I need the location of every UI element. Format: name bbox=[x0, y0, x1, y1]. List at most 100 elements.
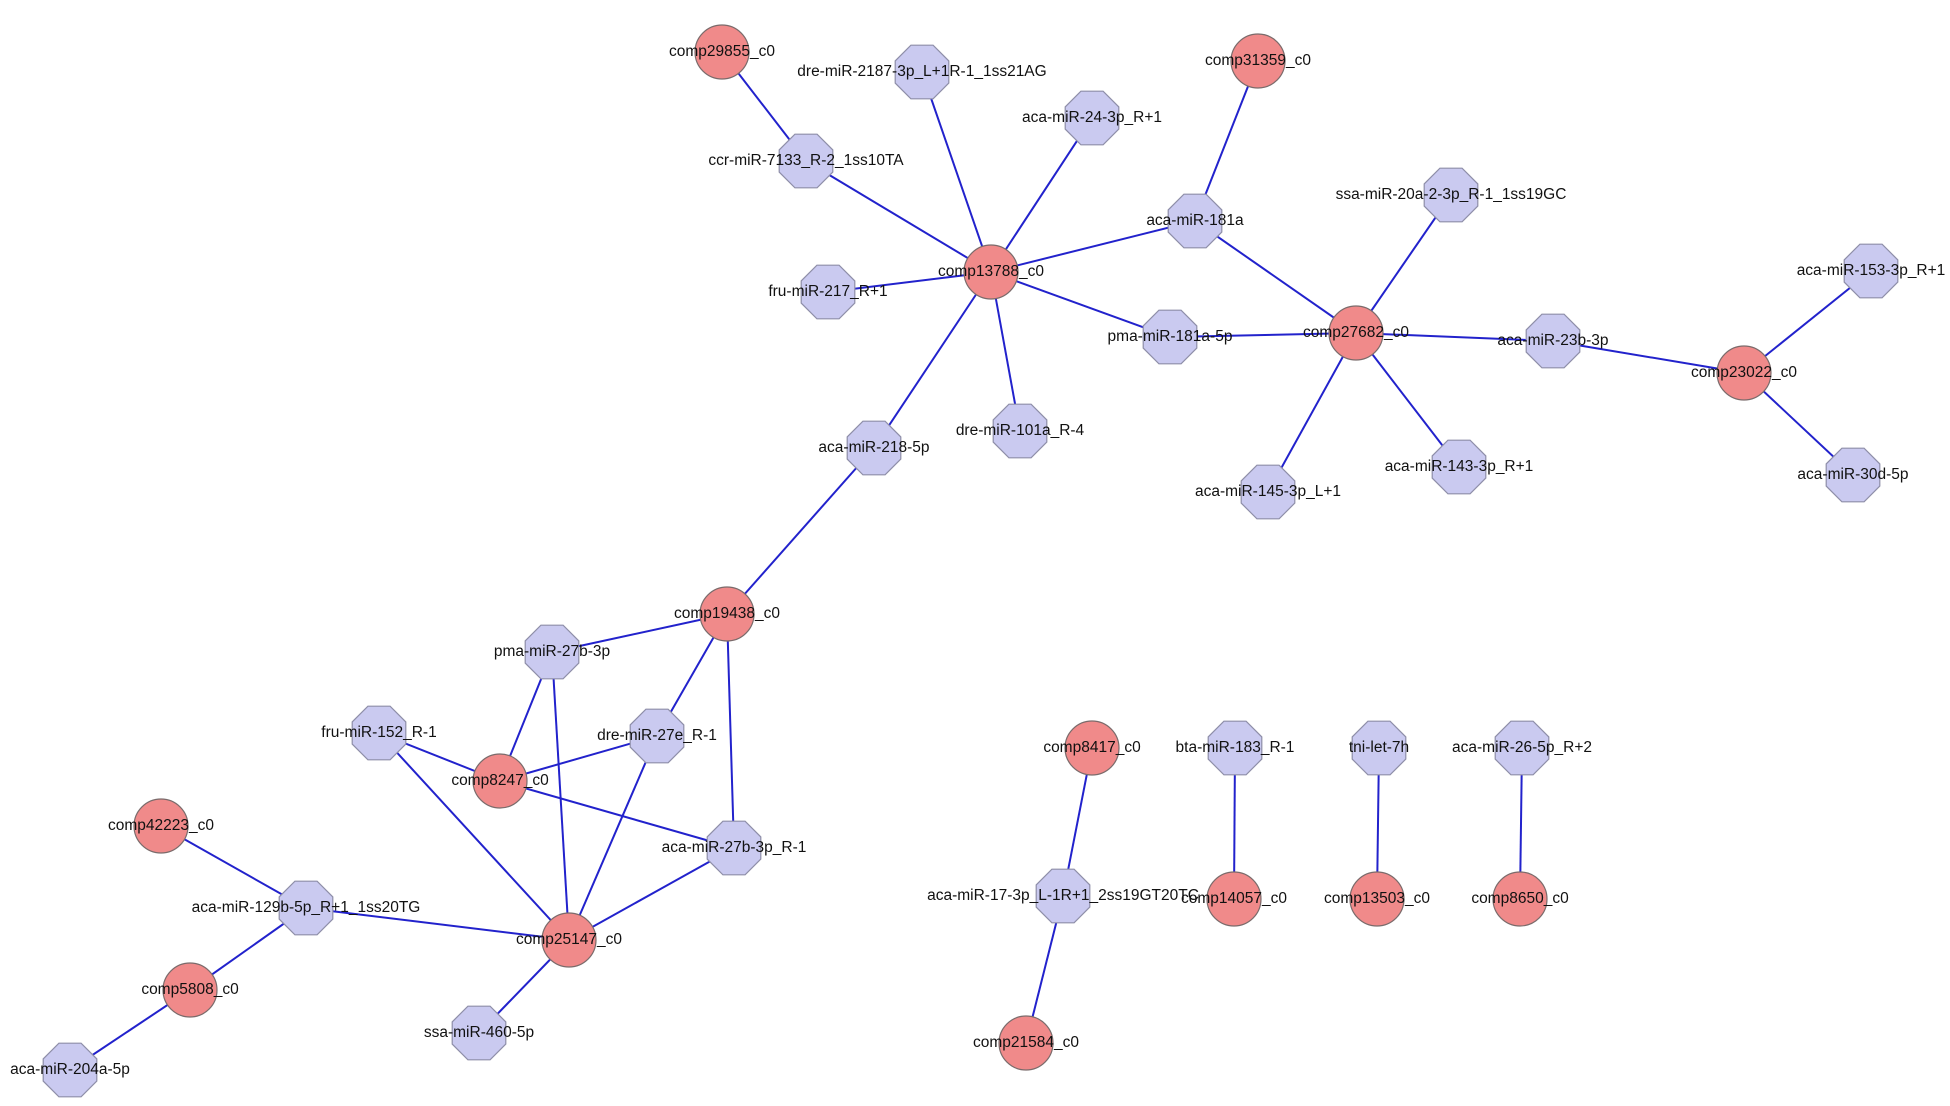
mirna-node-dre-mir-27e-r-1[interactable] bbox=[629, 708, 685, 764]
node-label-comp21584-c0: comp21584_c0 bbox=[973, 1034, 1079, 1051]
edges-layer bbox=[69, 51, 1872, 1071]
node-label-comp8247-c0: comp8247_c0 bbox=[451, 772, 549, 789]
node-label-comp42223-c0: comp42223_c0 bbox=[108, 817, 214, 834]
node-label-tni-let-7h: tni-let-7h bbox=[1349, 739, 1409, 756]
mirna-node-aca-mir-30d-5p[interactable] bbox=[1825, 447, 1881, 503]
gene-node-comp42223-c0[interactable] bbox=[133, 798, 189, 854]
edge-comp13788-c0--aca-mir-181a bbox=[990, 220, 1196, 273]
mirna-node-tni-let-7h[interactable] bbox=[1351, 720, 1407, 776]
mirna-node-fru-mir-217-r-1[interactable] bbox=[800, 264, 856, 320]
gene-node-comp23022-c0[interactable] bbox=[1716, 345, 1772, 401]
edge-comp27682-c0--aca-mir-23b-3p bbox=[1355, 332, 1554, 342]
gene-node-comp8650-c0[interactable] bbox=[1492, 871, 1548, 927]
node-label-aca-mir-181a: aca-miR-181a bbox=[1146, 212, 1244, 229]
node-label-aca-mir-145-3p-l-1: aca-miR-145-3p_L+1 bbox=[1195, 483, 1341, 500]
node-label-bta-mir-183-r-1: bta-miR-183_R-1 bbox=[1176, 739, 1295, 756]
node-label-ccr-mir-7133-r-2-1ss10ta: ccr-miR-7133_R-2_1ss10TA bbox=[708, 152, 904, 169]
mirna-node-pma-mir-27b-3p[interactable] bbox=[524, 624, 580, 680]
mirna-node-fru-mir-152-r-1[interactable] bbox=[351, 705, 407, 761]
node-label-comp25147-c0: comp25147_c0 bbox=[516, 931, 622, 948]
mirna-node-dre-mir-101a-r-4[interactable] bbox=[992, 403, 1048, 459]
node-label-comp14057-c0: comp14057_c0 bbox=[1181, 890, 1287, 907]
edge-aca-mir-27b-3p-r-1--comp25147-c0 bbox=[568, 847, 735, 941]
mirna-node-aca-mir-218-5p[interactable] bbox=[846, 420, 902, 476]
mirna-node-aca-mir-143-3p-r-1[interactable] bbox=[1431, 439, 1487, 495]
edge-comp8247-c0--aca-mir-27b-3p-r-1 bbox=[499, 780, 735, 849]
node-label-aca-mir-27b-3p-r-1: aca-miR-27b-3p_R-1 bbox=[662, 839, 807, 856]
node-label-fru-mir-152-r-1: fru-miR-152_R-1 bbox=[321, 724, 436, 741]
edge-dre-mir-27e-r-1--comp25147-c0 bbox=[568, 735, 658, 941]
mirna-node-pma-mir-181a-5p[interactable] bbox=[1142, 309, 1198, 365]
node-label-aca-mir-23b-3p: aca-miR-23b-3p bbox=[1497, 332, 1608, 349]
mirna-node-ssa-mir-460-5p[interactable] bbox=[451, 1005, 507, 1061]
edge-aca-mir-24-3p-r-1--comp13788-c0 bbox=[990, 117, 1093, 273]
mirna-node-dre-mir-2187-3p-l-1r-1-1ss21ag[interactable] bbox=[894, 44, 950, 100]
mirna-node-aca-mir-204a-5p[interactable] bbox=[42, 1042, 98, 1098]
node-label-aca-mir-143-3p-r-1: aca-miR-143-3p_R+1 bbox=[1385, 458, 1534, 475]
gene-node-comp13788-c0[interactable] bbox=[963, 244, 1019, 300]
gene-node-comp29855-c0[interactable] bbox=[694, 24, 750, 80]
edge-comp19438-c0--pma-mir-27b-3p bbox=[551, 613, 728, 653]
edge-ccr-mir-7133-r-2-1ss10ta--comp13788-c0 bbox=[805, 160, 992, 273]
mirna-node-aca-mir-129b-5p-r-1-1ss20tg[interactable] bbox=[278, 880, 334, 936]
mirna-node-aca-mir-24-3p-r-1[interactable] bbox=[1064, 90, 1120, 146]
mirna-node-aca-mir-153-3p-r-1[interactable] bbox=[1843, 243, 1899, 299]
gene-node-comp25147-c0[interactable] bbox=[541, 912, 597, 968]
gene-node-comp19438-c0[interactable] bbox=[699, 586, 755, 642]
node-label-dre-mir-2187-3p-l-1r-1-1ss21ag: dre-miR-2187-3p_L+1R-1_1ss21AG bbox=[797, 63, 1046, 80]
gene-node-comp8417-c0[interactable] bbox=[1064, 720, 1120, 776]
mirna-node-aca-mir-181a[interactable] bbox=[1167, 193, 1223, 249]
mirna-node-aca-mir-27b-3p-r-1[interactable] bbox=[706, 820, 762, 876]
node-label-aca-mir-153-3p-r-1: aca-miR-153-3p_R+1 bbox=[1797, 262, 1946, 279]
nodes-layer bbox=[42, 24, 1899, 1098]
edge-pma-mir-181a-5p--comp27682-c0 bbox=[1169, 332, 1357, 338]
mirna-node-ssa-mir-20a-2-3p-r-1-1ss19gc[interactable] bbox=[1423, 167, 1479, 223]
node-label-aca-mir-17-3p-l-1r-1-2ss19gt20tc: aca-miR-17-3p_L-1R+1_2ss19GT20TC bbox=[927, 887, 1199, 904]
node-label-aca-mir-218-5p: aca-miR-218-5p bbox=[818, 439, 929, 456]
node-label-dre-mir-27e-r-1: dre-miR-27e_R-1 bbox=[597, 727, 717, 744]
node-label-comp13788-c0: comp13788_c0 bbox=[938, 263, 1044, 280]
node-label-aca-mir-204a-5p: aca-miR-204a-5p bbox=[10, 1061, 130, 1078]
node-label-fru-mir-217-r-1: fru-miR-217_R+1 bbox=[768, 283, 887, 300]
edge-comp27682-c0--aca-mir-143-3p-r-1 bbox=[1355, 332, 1460, 468]
node-label-comp31359-c0: comp31359_c0 bbox=[1205, 52, 1311, 69]
gene-node-comp13503-c0[interactable] bbox=[1349, 871, 1405, 927]
node-label-comp13503-c0: comp13503_c0 bbox=[1324, 890, 1430, 907]
edge-aca-mir-23b-3p--comp23022-c0 bbox=[1552, 340, 1745, 374]
gene-node-comp27682-c0[interactable] bbox=[1328, 305, 1384, 361]
node-label-ssa-mir-20a-2-3p-r-1-1ss19gc: ssa-miR-20a-2-3p_R-1_1ss19GC bbox=[1336, 186, 1567, 203]
node-label-aca-mir-129b-5p-r-1-1ss20tg: aca-miR-129b-5p_R+1_1ss20TG bbox=[192, 899, 421, 916]
node-label-dre-mir-101a-r-4: dre-miR-101a_R-4 bbox=[956, 422, 1085, 439]
mirna-node-aca-mir-23b-3p[interactable] bbox=[1525, 313, 1581, 369]
gene-node-comp21584-c0[interactable] bbox=[998, 1015, 1054, 1071]
edge-fru-mir-152-r-1--comp25147-c0 bbox=[378, 732, 570, 941]
gene-node-comp31359-c0[interactable] bbox=[1230, 33, 1286, 89]
node-label-pma-mir-181a-5p: pma-miR-181a-5p bbox=[1108, 328, 1233, 345]
mirna-node-aca-mir-145-3p-l-1[interactable] bbox=[1240, 464, 1296, 520]
gene-node-comp14057-c0[interactable] bbox=[1206, 871, 1262, 927]
node-label-comp27682-c0: comp27682_c0 bbox=[1303, 324, 1409, 341]
edge-comp13788-c0--aca-mir-218-5p bbox=[873, 271, 992, 449]
node-label-aca-mir-24-3p-r-1: aca-miR-24-3p_R+1 bbox=[1022, 109, 1162, 126]
mirna-node-aca-mir-26-5p-r-2[interactable] bbox=[1494, 720, 1550, 776]
gene-node-comp8247-c0[interactable] bbox=[472, 753, 528, 809]
node-label-aca-mir-26-5p-r-2: aca-miR-26-5p_R+2 bbox=[1452, 739, 1592, 756]
edge-aca-mir-181a--comp27682-c0 bbox=[1194, 220, 1357, 334]
edge-comp27682-c0--aca-mir-145-3p-l-1 bbox=[1267, 332, 1357, 493]
mirna-node-bta-mir-183-r-1[interactable] bbox=[1207, 720, 1263, 776]
node-label-aca-mir-30d-5p: aca-miR-30d-5p bbox=[1797, 466, 1908, 483]
edge-aca-mir-129b-5p-r-1-1ss20tg--comp25147-c0 bbox=[305, 907, 570, 941]
gene-node-comp5808-c0[interactable] bbox=[162, 962, 218, 1018]
mirna-node-aca-mir-17-3p-l-1r-1-2ss19gt20tc[interactable] bbox=[1035, 868, 1091, 924]
node-label-comp5808-c0: comp5808_c0 bbox=[141, 981, 239, 998]
mirna-node-ccr-mir-7133-r-2-1ss10ta[interactable] bbox=[778, 133, 834, 189]
node-label-ssa-mir-460-5p: ssa-miR-460-5p bbox=[424, 1024, 534, 1041]
edge-aca-mir-218-5p--comp19438-c0 bbox=[726, 447, 875, 615]
node-label-pma-mir-27b-3p: pma-miR-27b-3p bbox=[494, 643, 610, 660]
labels-layer: comp29855_c0dre-miR-2187-3p_L+1R-1_1ss21… bbox=[10, 43, 1945, 1078]
edge-ssa-mir-20a-2-3p-r-1-1ss19gc--comp27682-c0 bbox=[1355, 194, 1452, 334]
node-label-comp23022-c0: comp23022_c0 bbox=[1691, 364, 1797, 381]
node-label-comp8417-c0: comp8417_c0 bbox=[1043, 739, 1141, 756]
edge-comp19438-c0--aca-mir-27b-3p-r-1 bbox=[726, 613, 735, 849]
